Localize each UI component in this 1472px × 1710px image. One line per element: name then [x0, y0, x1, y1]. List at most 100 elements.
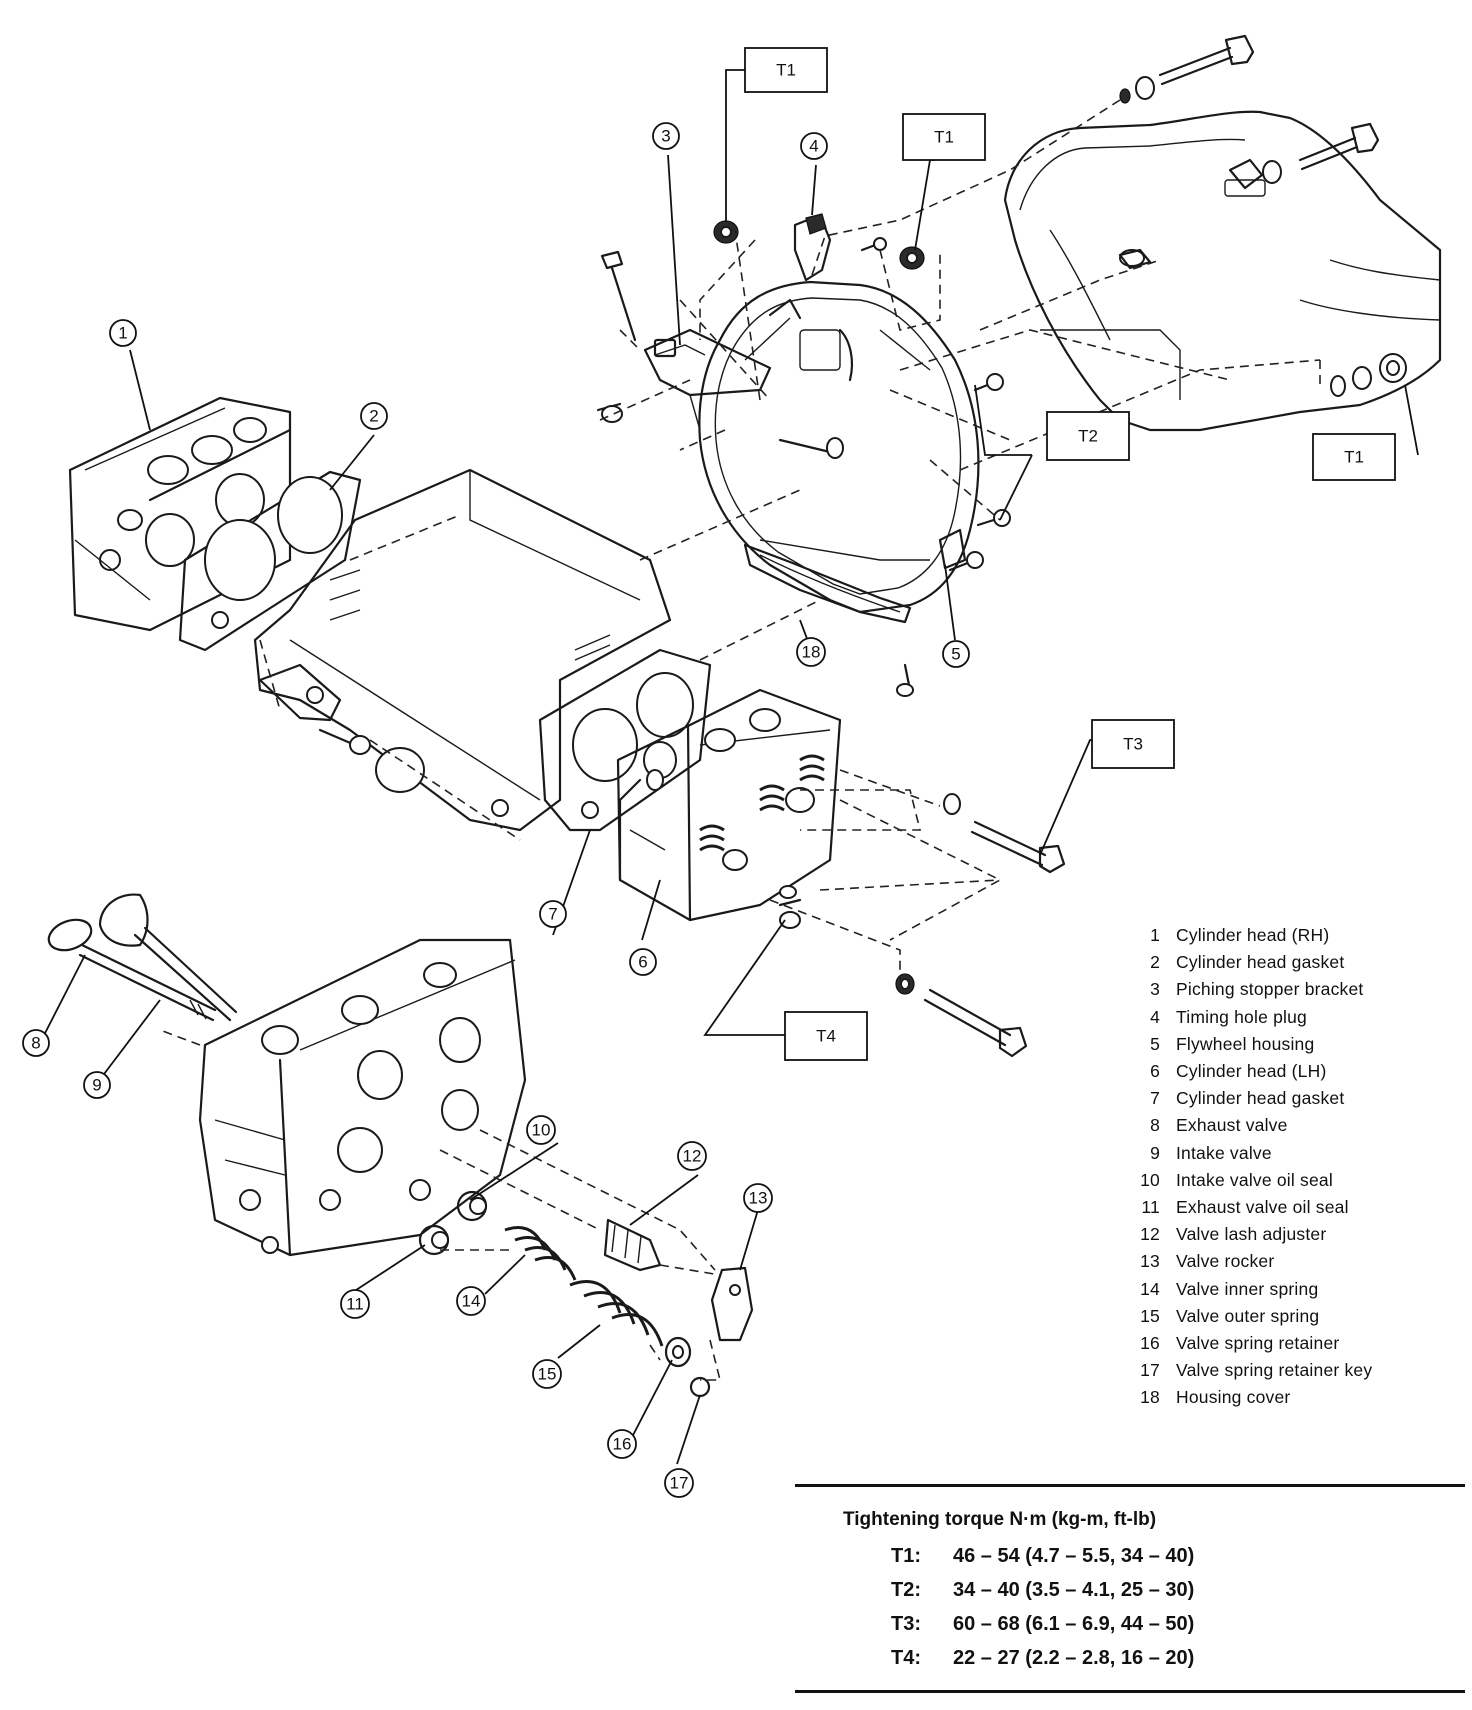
cylinder-head-detail — [198, 938, 527, 1257]
exhaust-valve — [47, 918, 217, 1022]
callout-17: 17 — [664, 1468, 694, 1498]
engine-block — [253, 468, 672, 832]
callout-3: 3 — [652, 122, 680, 150]
bracket-bolt — [596, 250, 637, 423]
svg-text:12: 12 — [683, 1147, 702, 1166]
svg-text:5: 5 — [951, 645, 960, 664]
svg-text:4: 4 — [809, 137, 818, 156]
flywheel-housing — [698, 280, 980, 614]
svg-text:9: 9 — [92, 1076, 101, 1095]
torque-box-t1-middle-label: T1 — [934, 128, 954, 147]
head-bolt-lower — [895, 973, 1028, 1058]
valve-lash-adjuster — [603, 1218, 662, 1272]
torque-box-t2: T2 — [1046, 411, 1130, 461]
callout-10: 10 — [526, 1115, 556, 1145]
callout-2: 2 — [360, 402, 388, 430]
callout-16: 16 — [607, 1429, 637, 1459]
housing-bolts — [778, 237, 1011, 697]
bolt-upper-2 — [1262, 122, 1380, 184]
torque-table-title: Tightening torque N·m (kg-m, ft-lb) — [843, 1509, 1157, 1530]
transmission-case — [1003, 110, 1442, 432]
valve-rocker — [710, 1266, 754, 1342]
tightening-torque-table: Tightening torque N·m (kg-m, ft-lb) T1:4… — [795, 1484, 1465, 1669]
torque-box-t2-label: T2 — [1078, 427, 1098, 446]
svg-text:13: 13 — [749, 1189, 768, 1208]
callout-15: 15 — [532, 1359, 562, 1389]
torque-box-t1-top-label: T1 — [776, 61, 796, 80]
svg-text:16: 16 — [613, 1435, 632, 1454]
nut-t1-left — [713, 220, 739, 244]
callout-18: 18 — [796, 637, 826, 667]
callout-7: 7 — [539, 900, 567, 928]
torque-box-t3-label: T3 — [1123, 735, 1143, 754]
svg-text:15: 15 — [538, 1365, 557, 1384]
callout-8: 8 — [22, 1029, 50, 1057]
torque-box-t1-right: T1 — [1312, 433, 1396, 481]
t4-bolts — [778, 885, 802, 929]
torque-box-t1-right-label: T1 — [1344, 448, 1364, 467]
housing-cover — [743, 543, 912, 624]
torque-row-t2: T2:34 – 40 (3.5 – 4.1, 25 – 30) — [891, 1579, 1195, 1601]
assembly-lines — [159, 99, 1321, 1381]
cylinder-head-lh — [616, 688, 842, 922]
cylinder-head-gasket-lh — [538, 648, 712, 832]
torque-table-bottom-rule — [795, 1690, 1465, 1693]
svg-text:17: 17 — [670, 1474, 689, 1493]
callout-6: 6 — [629, 948, 657, 976]
svg-text:11: 11 — [346, 1295, 364, 1314]
svg-text:3: 3 — [661, 127, 670, 146]
nut-right — [1330, 353, 1407, 397]
torque-row-t1: T1:46 – 54 (4.7 – 5.5, 34 – 40) — [891, 1545, 1195, 1567]
svg-text:18: 18 — [802, 643, 821, 662]
nut-t1-middle — [899, 246, 925, 270]
valve-inner-spring — [504, 1226, 577, 1281]
svg-text:7: 7 — [548, 905, 557, 924]
timing-hole-plug — [793, 213, 832, 282]
intake-valve-oil-seal — [456, 1190, 488, 1222]
torque-box-t1-top: T1 — [744, 47, 828, 93]
cylinder-head-rh — [68, 396, 292, 632]
svg-text:1: 1 — [118, 324, 127, 343]
lh-valve-springs — [699, 754, 825, 852]
callout-9: 9 — [83, 1071, 111, 1099]
valve-spring-retainer — [664, 1336, 692, 1368]
callout-12: 12 — [677, 1141, 707, 1171]
torque-box-t3: T3 — [1091, 719, 1175, 769]
svg-text:14: 14 — [462, 1292, 481, 1311]
svg-text:10: 10 — [532, 1121, 551, 1140]
torque-box-t4-label: T4 — [816, 1027, 836, 1046]
torque-box-t4: T4 — [784, 1011, 868, 1061]
bolt-upper-1 — [1119, 34, 1255, 104]
intake-valve — [98, 893, 238, 1022]
callout-1: 1 — [109, 319, 137, 347]
callout-11: 11 — [340, 1289, 370, 1319]
torque-row-t4: T4:22 – 27 (2.2 – 2.8, 16 – 20) — [891, 1647, 1195, 1669]
callout-5: 5 — [942, 640, 970, 668]
torque-row-t3: T3:60 – 68 (6.1 – 6.9, 44 – 50) — [891, 1613, 1195, 1635]
head-bolt-t3-upper — [943, 793, 1066, 874]
cylinder-head-gasket-rh — [178, 470, 362, 652]
callout-14: 14 — [456, 1286, 486, 1316]
svg-text:2: 2 — [369, 407, 378, 426]
svg-text:8: 8 — [31, 1034, 40, 1053]
